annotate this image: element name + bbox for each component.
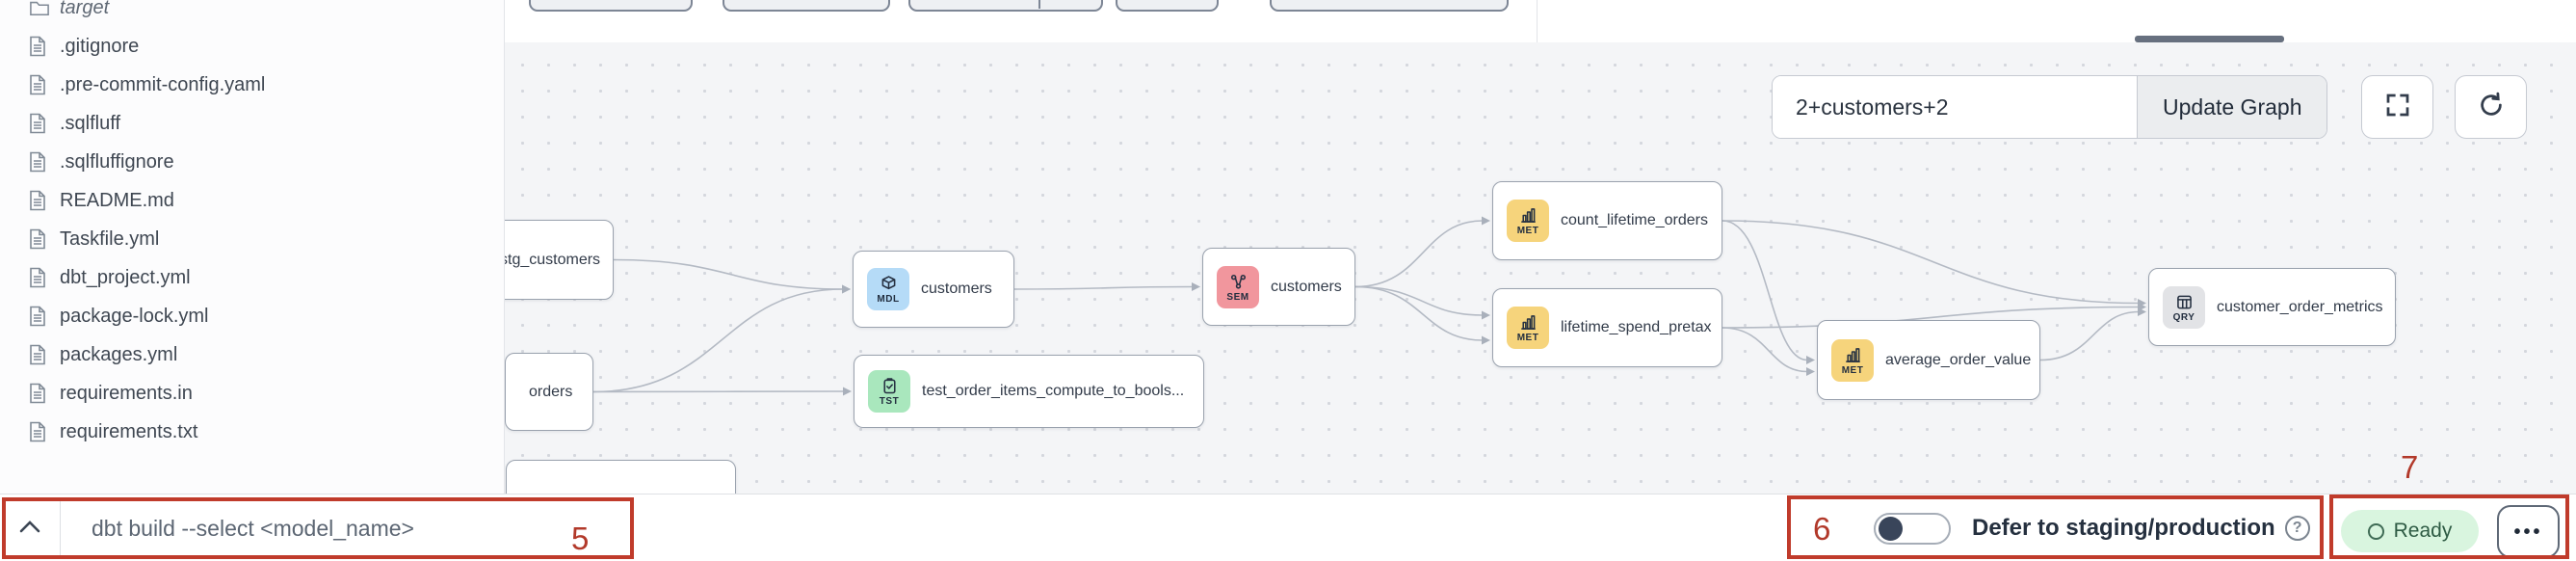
file-icon [29,228,50,250]
dbt-command-input[interactable]: dbt build --select <model_name> [92,515,414,541]
defer-label: Defer to staging/production [1972,515,2275,541]
cut-button-divider [1038,0,1040,9]
file-name: .gitignore [60,35,140,57]
node-label: stg_customers [504,251,601,268]
defer-group: Defer to staging/production ? [1874,494,2310,561]
lineage-edges [592,216,2146,396]
mdl-node-icon: MDL [867,268,909,310]
file-name: .sqlfluffignore [60,150,174,173]
bar-separator [60,500,61,558]
file-row--sqlfluff[interactable]: .sqlfluff [0,104,504,143]
node-label: customers [921,280,992,297]
file-name: Taskfile.yml [60,227,160,250]
file-explorer: target .gitignore .pre-commit-config.yaml.… [0,0,505,494]
file-icon [29,306,50,327]
node-label: customers [1271,278,1342,295]
chevron-up-icon [19,520,40,538]
file-row--pre-commit-config-yaml[interactable]: .pre-commit-config.yaml [0,66,504,104]
cut-toolbar-button[interactable] [1116,0,1219,12]
graph-node-count_lifetime_orders[interactable]: MET count_lifetime_orders [1492,181,1722,260]
ellipsis-icon: ••• [2513,521,2543,543]
graph-node-customers_mdl[interactable]: MDL customers [853,251,1014,328]
ready-circle-icon [2367,522,2384,540]
file-row-README-md[interactable]: README.md [0,181,504,220]
fullscreen-icon [2383,91,2412,124]
active-tab-underline [2135,36,2284,42]
folder-row-target[interactable]: target [0,0,504,27]
sem-node-icon: SEM [1217,265,1259,308]
tst-node-icon: TST [868,370,910,413]
graph-node-stg_orders[interactable]: orders [505,353,593,431]
file-row--gitignore[interactable]: .gitignore [0,27,504,66]
file-icon [29,151,50,173]
graph-node-test_order_items[interactable]: TST test_order_items_compute_to_bools... [854,355,1204,428]
folder-icon [29,0,50,17]
file-icon [29,421,50,442]
ready-label: Ready [2393,520,2453,542]
file-name: dbt_project.yml [60,266,191,288]
status-badge[interactable]: Ready [2341,510,2479,552]
file-name: .sqlfluff [60,112,120,134]
file-row-requirements-txt[interactable]: requirements.txt [0,413,504,451]
graph-node-customer_order_metrics[interactable]: QRY customer_order_metrics [2148,268,2396,346]
graph-node-stg_customers[interactable]: stg_customers [504,220,614,300]
qry-node-icon: QRY [2163,285,2205,329]
node-label: count_lifetime_orders [1561,212,1708,228]
file-icon [29,36,50,57]
defer-toggle-knob [1879,516,1903,541]
met-node-icon: MET [1831,338,1874,382]
file-icon [29,383,50,404]
file-row-packages-yml[interactable]: packages.yml [0,335,504,374]
file-name: requirements.txt [60,420,198,442]
graph-controls: 2+customers+2 Update Graph [1772,75,2528,139]
file-row-requirements-in[interactable]: requirements.in [0,374,504,413]
lineage-selector-input[interactable]: 2+customers+2 [1773,76,2137,138]
file-name: requirements.in [60,382,193,404]
file-name: README.md [60,189,174,211]
file-name: package-lock.yml [60,305,209,327]
file-row-dbt-project-yml[interactable]: dbt_project.yml [0,258,504,297]
node-label: customer_order_metrics [2217,298,2383,315]
refresh-button[interactable] [2455,75,2528,139]
graph-node-average_order_value[interactable]: MET average_order_value [1817,320,2040,400]
file-row-package-lock-yml[interactable]: package-lock.yml [0,297,504,335]
node-label: lifetime_spend_pretax [1561,319,1712,335]
graph-node-customers_sem[interactable]: SEM customers [1202,248,1355,326]
graph-node-lifetime_spend_pretax[interactable]: MET lifetime_spend_pretax [1492,288,1722,367]
cut-toolbar-button[interactable] [1270,0,1509,12]
met-node-icon: MET [1507,200,1549,242]
toolbar-header [504,0,2576,43]
fullscreen-button[interactable] [2361,75,2434,139]
file-icon [29,113,50,134]
met-node-icon: MET [1507,307,1549,349]
file-icon [29,267,50,288]
cut-toolbar-button[interactable] [723,0,890,12]
file-icon [29,190,50,211]
cut-toolbar-button[interactable] [529,0,693,12]
more-options-button[interactable]: ••• [2497,505,2560,558]
help-icon[interactable]: ? [2284,516,2310,541]
header-divider [1537,0,1538,42]
selector-box: 2+customers+2 Update Graph [1772,75,2328,139]
file-name: packages.yml [60,343,178,365]
update-graph-button[interactable]: Update Graph [2137,76,2327,138]
file-row--sqlfluffignore[interactable]: .sqlfluffignore [0,143,504,181]
cut-toolbar-button[interactable] [908,0,1103,12]
defer-toggle[interactable] [1874,512,1951,545]
collapse-panel-button[interactable] [8,494,52,561]
node-label: orders [529,383,573,400]
node-label: average_order_value [1885,351,2032,368]
file-icon [29,74,50,95]
bottom-command-bar: dbt build --select <model_name> Defer to… [0,494,2576,561]
file-icon [29,344,50,365]
refresh-icon [2477,91,2506,124]
file-name: target [60,0,110,18]
graph-node-clipped_bottom[interactable] [506,460,736,494]
node-label: test_order_items_compute_to_bools... [922,383,1185,399]
file-row-Taskfile-yml[interactable]: Taskfile.yml [0,220,504,258]
file-name: .pre-commit-config.yaml [60,73,266,95]
